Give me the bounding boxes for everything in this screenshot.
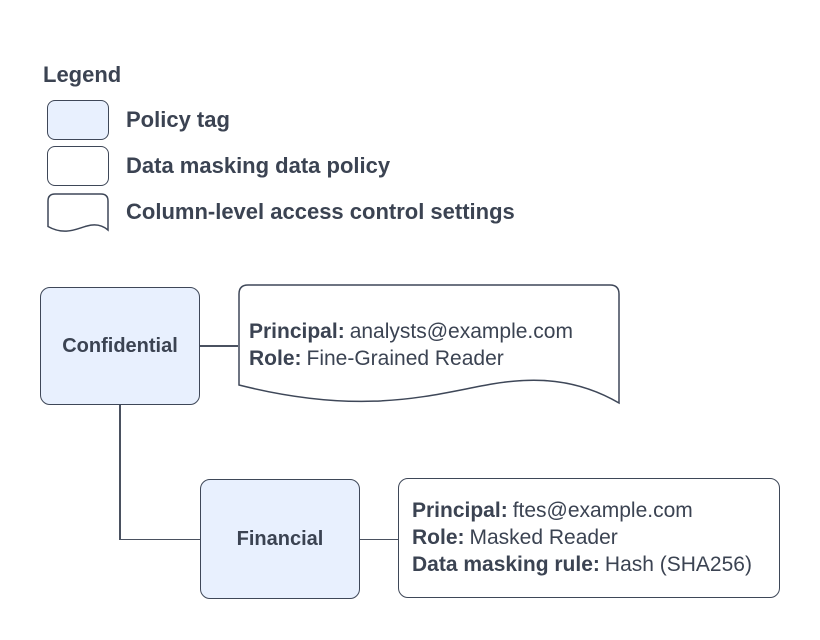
- legend-policy-tag-label: Policy tag: [126, 107, 230, 132]
- data-policy-rule-key: Data masking rule:: [412, 553, 600, 576]
- policy-tag-confidential: Confidential: [40, 287, 200, 405]
- legend-data-policy-label: Data masking data policy: [126, 153, 391, 178]
- data-policy-rule-line: Data masking rule:Hash (SHA256): [412, 551, 752, 578]
- data-policy-box: [398, 478, 780, 598]
- legend-title: Legend: [43, 62, 122, 87]
- access-settings-principal-line: Principal:analysts@example.com: [249, 318, 573, 345]
- connector-financial-to-data-policy: [360, 538, 398, 540]
- connector-confidential-to-financial-vertical: [119, 404, 121, 540]
- policy-tag-financial: Financial: [200, 479, 360, 599]
- data-policy-role-line: Role:Masked Reader: [412, 524, 752, 551]
- legend-data-policy-swatch: [47, 146, 109, 186]
- access-settings-principal-key: Principal:: [249, 320, 345, 343]
- legend-document-label: Column-level access control settings: [126, 199, 515, 224]
- data-policy-principal-key: Principal:: [412, 499, 508, 522]
- data-policy-role-key: Role:: [412, 526, 465, 549]
- connector-confidential-to-financial-horizontal: [119, 538, 201, 540]
- connector-confidential-to-access-settings: [200, 345, 238, 347]
- policy-tag-financial-label: Financial: [236, 527, 324, 550]
- data-policy-principal-line: Principal:ftes@example.com: [412, 497, 752, 524]
- access-settings-principal-value: analysts@example.com: [349, 320, 573, 343]
- access-settings-text: Principal:analysts@example.com Role:Fine…: [249, 318, 573, 372]
- policy-tag-confidential-label: Confidential: [62, 334, 178, 357]
- legend-document-swatch: [47, 193, 109, 239]
- data-policy-rule-value: Hash (SHA256): [604, 553, 752, 576]
- data-policy-principal-value: ftes@example.com: [512, 499, 693, 522]
- access-settings-role-key: Role:: [249, 347, 302, 370]
- access-settings-role-line: Role:Fine-Grained Reader: [249, 345, 573, 372]
- legend-policy-tag-swatch: [47, 100, 109, 140]
- data-policy-role-value: Masked Reader: [469, 526, 618, 549]
- access-settings-role-value: Fine-Grained Reader: [306, 347, 504, 370]
- data-policy-text: Principal:ftes@example.com Role:Masked R…: [412, 497, 752, 578]
- access-settings-document: [238, 284, 620, 410]
